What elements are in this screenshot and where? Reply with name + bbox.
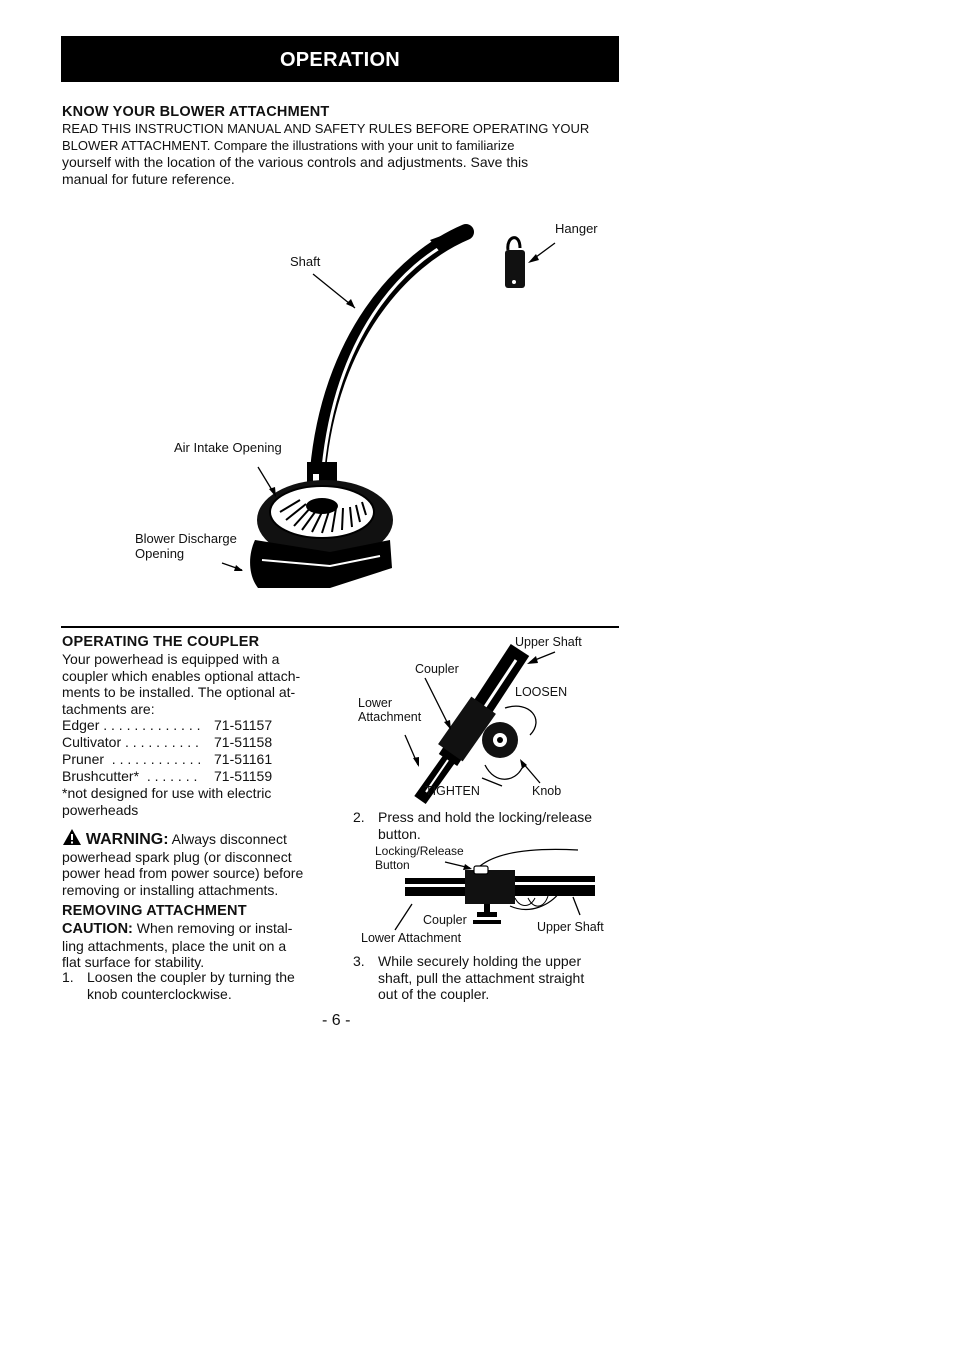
label-discharge-line: Opening: [135, 546, 185, 561]
step-text: out of the coupler.: [378, 986, 490, 1002]
caution-line: ling attachments, place the unit on a: [62, 937, 287, 954]
part-number: 71-51158: [214, 734, 273, 750]
step-number: 2.: [353, 809, 365, 825]
attachment-name: Cultivator . . . . . . . . . .: [62, 734, 199, 750]
intro-line: manual for future reference.: [62, 170, 235, 187]
part-number: 71-51157: [214, 717, 273, 733]
list-item: Edger . . . . . . . . . . . . . 71-51157: [62, 717, 272, 734]
label-discharge-line: Blower Discharge: [135, 531, 237, 546]
label-upper-shaft-2: Upper Shaft: [537, 920, 604, 934]
step-text: button.: [378, 825, 421, 842]
locking-button: [473, 865, 489, 875]
label-locking-release: Locking/Release Button: [375, 844, 464, 872]
warning-line: powerhead spark plug (or disconnect: [62, 848, 292, 865]
attachment-name: Pruner . . . . . . . . . . . .: [62, 751, 202, 767]
coupler-body: [438, 696, 496, 762]
label-knob: Knob: [532, 784, 562, 798]
coupler-paragraph: Your powerhead is equipped with a couple…: [62, 651, 300, 717]
knob-stem: [484, 904, 490, 912]
list-item: Pruner . . . . . . . . . . . . 71-51161: [62, 751, 272, 768]
warning-label: WARNING:: [85, 831, 169, 848]
electric-note: *not designed for use with electric powe…: [62, 785, 271, 818]
coupler-line: tachments are:: [62, 700, 155, 717]
note-line: *not designed for use with electric: [62, 785, 272, 801]
label-line: Lower: [358, 696, 393, 710]
step-text: While securely holding the upper: [378, 953, 582, 969]
step-text: knob counterclockwise.: [87, 985, 232, 1002]
list-item: Cultivator . . . . . . . . . . 71-51158: [62, 734, 272, 751]
intro-line: BLOWER ATTACHMENT. Compare the illustrat…: [62, 137, 515, 153]
attachment-name: Edger . . . . . . . . . . . . .: [62, 717, 201, 733]
label-hanger: Hanger: [555, 221, 598, 236]
label-line: Attachment: [358, 710, 422, 724]
caution-label: CAUTION:: [62, 921, 133, 937]
intro-line: yourself with the location of the variou…: [62, 154, 529, 170]
coupler-line: coupler which enables optional attach-: [62, 667, 301, 684]
step-3: 3. While securely holding the upper shaft…: [353, 953, 584, 1003]
warning-line: power head from power source) before: [62, 865, 304, 881]
step-number: 3.: [353, 953, 365, 969]
hanger-body: [505, 250, 525, 288]
step-text: shaft, pull the attachment straight: [378, 969, 585, 986]
label-line: Button: [375, 858, 410, 872]
step-1: 1. Loosen the coupler by turning the knob…: [62, 969, 295, 1002]
step-text: Loosen the coupler by turning the: [87, 969, 295, 985]
label-loosen: LOOSEN: [515, 685, 568, 699]
part-number: 71-51161: [214, 751, 273, 767]
discharge-outlet: [250, 540, 392, 588]
removing-heading: REMOVING ATTACHMENT: [62, 903, 247, 919]
label-coupler-2: Coupler: [423, 913, 467, 927]
upper-shaft-tube: [515, 876, 595, 896]
section-banner: OPERATION: [61, 36, 619, 82]
hand-outline: [479, 848, 579, 867]
caution-text: When removing or instal-: [136, 920, 293, 936]
intro-paragraph: READ THIS INSTRUCTION MANUAL AND SAFETY …: [62, 121, 589, 187]
label-tighten: TIGHTEN: [425, 784, 480, 798]
coupler-line: ments to be installed. The optional at-: [62, 684, 296, 700]
hanger-clip: [506, 236, 522, 251]
coupler-line: Your powerhead is equipped with a: [62, 651, 280, 667]
note-line: powerheads: [62, 801, 139, 818]
page-number: - 6 -: [322, 1012, 351, 1029]
coupler-sleeve: [465, 870, 515, 904]
step-number: 1.: [62, 969, 74, 985]
part-number: 71-51159: [214, 768, 273, 784]
label-discharge: Blower Discharge Opening: [135, 531, 237, 561]
section-heading: KNOW YOUR BLOWER ATTACHMENT: [62, 104, 330, 120]
list-item: Brushcutter* . . . . . . . 71-51159: [62, 768, 272, 785]
caution-block: CAUTION: When removing or instal- ling a…: [62, 920, 292, 971]
label-shaft: Shaft: [290, 254, 321, 269]
label-air-intake: Air Intake Opening: [174, 440, 282, 455]
label-line: Locking/Release: [375, 844, 464, 858]
warning-block: WARNING: Always disconnect powerhead spa…: [62, 828, 352, 898]
step-text: Press and hold the locking/release: [378, 809, 593, 825]
section-divider: [61, 626, 619, 628]
label-lower-attachment-2: Lower Attachment: [361, 931, 462, 945]
attachments-list: Edger . . . . . . . . . . . . .71-51157 …: [62, 717, 272, 785]
intro-line: READ THIS INSTRUCTION MANUAL AND SAFETY …: [62, 121, 590, 136]
coupler-heading: OPERATING THE COUPLER: [62, 634, 260, 650]
warning-line: removing or installing attachments.: [62, 881, 279, 898]
step-2: 2. Press and hold the locking/release but…: [353, 809, 592, 842]
attachment-name: Brushcutter* . . . . . . .: [62, 768, 198, 784]
label-coupler: Coupler: [415, 662, 459, 676]
label-lower-attachment: Lower Attachment: [358, 696, 421, 724]
label-upper-shaft: Upper Shaft: [515, 635, 582, 649]
warning-triangle-icon: [63, 829, 81, 845]
warning-text: Always disconnect: [171, 831, 287, 847]
caution-line: flat surface for stability.: [62, 954, 205, 970]
